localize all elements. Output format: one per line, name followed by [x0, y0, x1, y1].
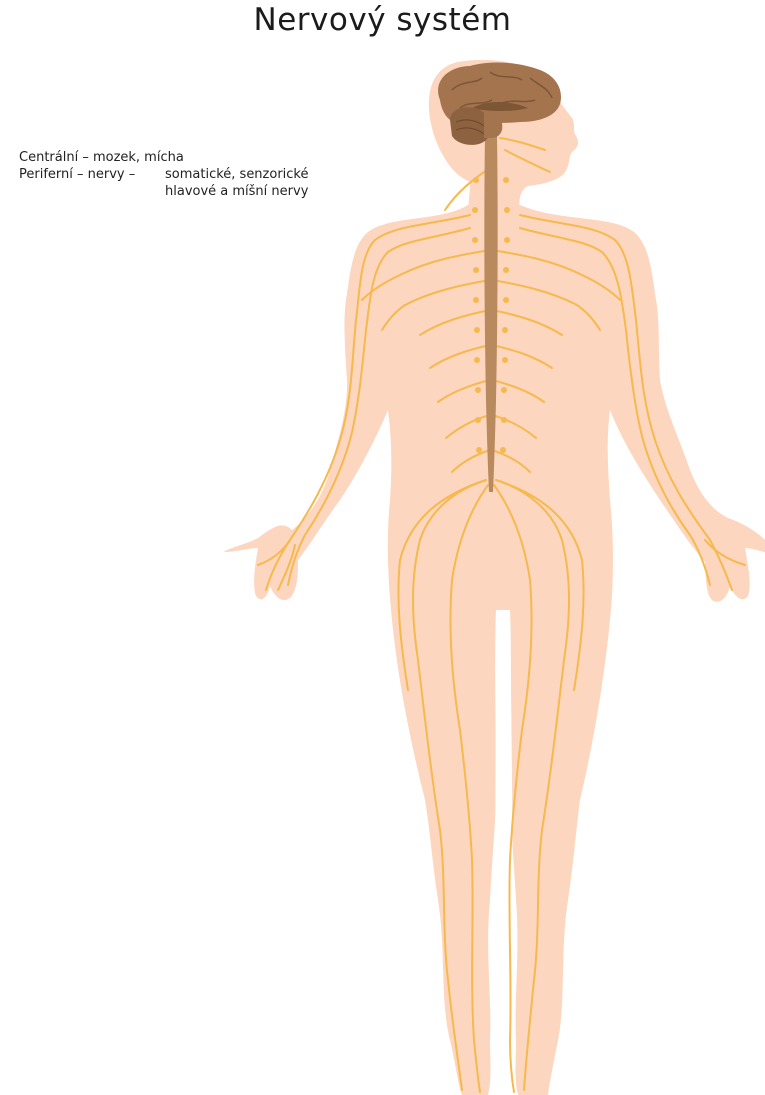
human-body-figure: [0, 0, 765, 1095]
